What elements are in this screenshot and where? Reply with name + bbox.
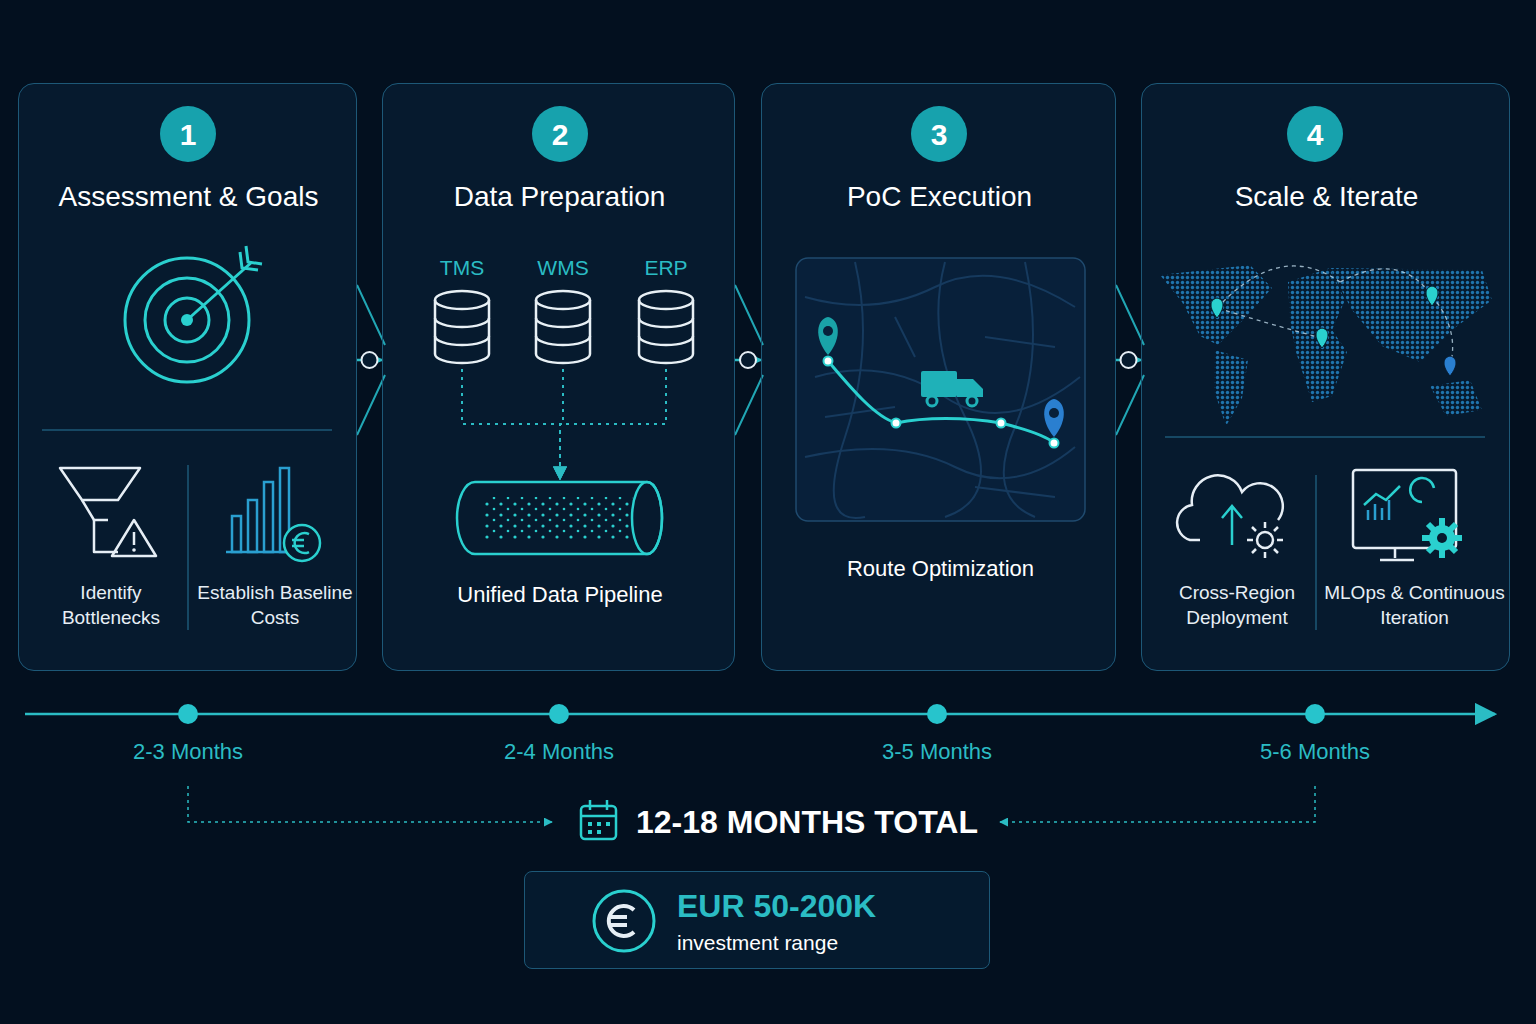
node-title: Unified Data Pipeline xyxy=(430,581,690,610)
total-duration: 12-18 MONTHS TOTAL xyxy=(636,802,996,844)
node-title: EUR 50-200K xyxy=(677,886,967,928)
node-title: ERP xyxy=(616,254,716,281)
node-title: 2 xyxy=(532,115,588,154)
connector xyxy=(1116,352,1141,368)
node-text: Identify Bottlenecks xyxy=(43,581,179,630)
duration-label: 5-6 Months xyxy=(1225,738,1405,767)
database-cylinder: TMS xyxy=(432,254,492,369)
connector xyxy=(560,369,666,479)
phase-panel: Assessment & GoalsIdentify Bottlenecks Es… xyxy=(18,83,357,671)
step-number: 3 xyxy=(911,106,967,162)
step-number: 1 xyxy=(160,106,216,162)
node-title: PoC Execution xyxy=(762,179,1117,215)
node-title: WMS xyxy=(513,254,613,281)
node-text: Establish Baseline Costs xyxy=(197,581,353,630)
node-title: Assessment & Goals xyxy=(19,179,358,215)
data-pipeline: Unified Data Pipeline xyxy=(430,479,690,614)
node-title: 1 xyxy=(160,115,216,154)
phase-panel: PoC Execution 3Route Optimization xyxy=(761,83,1116,671)
connector xyxy=(357,352,382,368)
node-text: investment range xyxy=(677,929,967,956)
duration-label: 2-4 Months xyxy=(469,738,649,767)
duration-label: 2-3 Months xyxy=(98,738,278,767)
phase-panel: Scale & IterateCross-Region DeploymentML… xyxy=(1141,83,1510,671)
node-title: 4 xyxy=(1287,115,1343,154)
database-cylinder: WMS xyxy=(533,254,593,369)
route-map: Route Optimization xyxy=(795,257,1086,592)
node-text: Cross-Region Deployment xyxy=(1156,581,1318,630)
node-title: TMS xyxy=(412,254,512,281)
connector xyxy=(462,369,560,479)
node-title: Route Optimization xyxy=(795,555,1086,584)
node-title: 3 xyxy=(911,115,967,154)
database-cylinder: ERP xyxy=(636,254,696,369)
phase-panel: Data Preparation2TMSWMSERPUnified Data P… xyxy=(382,83,735,671)
step-number: 2 xyxy=(532,106,588,162)
node-title: Data Preparation xyxy=(383,179,736,215)
duration-label: 3-5 Months xyxy=(847,738,1027,767)
node-text: MLOps & Continuous Iteration xyxy=(1322,581,1507,630)
node-title: Scale & Iterate xyxy=(1142,179,1511,215)
investment-box: EUR 50-200Kinvestment range xyxy=(524,871,990,969)
step-number: 4 xyxy=(1287,106,1343,162)
connector xyxy=(735,352,761,368)
